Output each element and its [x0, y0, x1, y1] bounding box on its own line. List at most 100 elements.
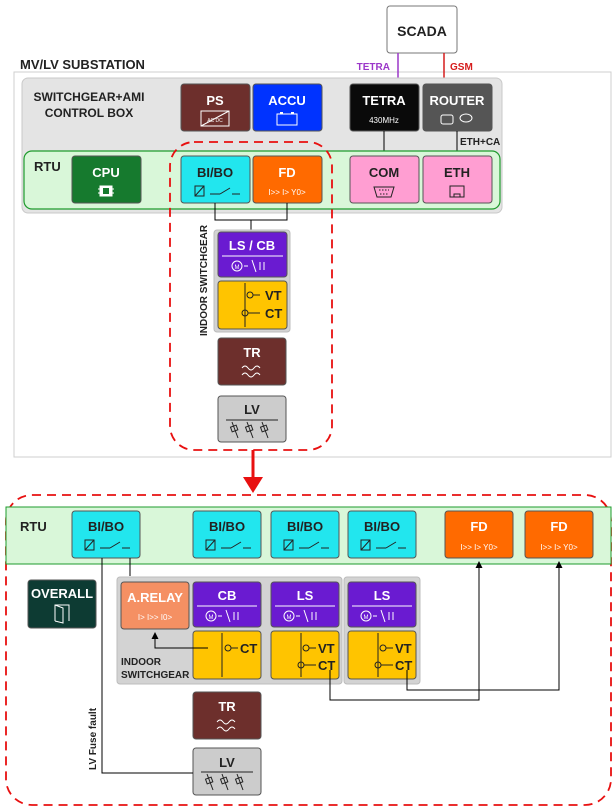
tetra-label: TETRA	[362, 93, 406, 108]
cb-label: CB	[218, 588, 237, 603]
ct-label-cb: CT	[240, 641, 257, 656]
indoor-label-line1: INDOOR	[121, 657, 162, 668]
vt-label-top: VT	[265, 288, 282, 303]
tr-label-top: TR	[243, 345, 261, 360]
ls-block-2	[347, 581, 417, 628]
fd-block-bottom-1: FD I>> I> Y0>	[444, 510, 514, 559]
ac-dc-converter-icon	[200, 110, 230, 127]
tetra-link-label: TETRA	[357, 62, 390, 73]
transformer-icon-top	[241, 365, 261, 378]
vt-label-ls1: VT	[318, 641, 335, 656]
vtct-symbol-ls1	[297, 633, 316, 677]
overall-label: OVERALL	[31, 586, 93, 601]
ct-label-top: CT	[265, 306, 282, 321]
svg-text:BI/BO: BI/BO	[287, 519, 323, 534]
ls-label-2: LS	[374, 588, 391, 603]
serial-port-icon	[373, 186, 395, 198]
vtct-block-ls1	[270, 630, 340, 680]
vt-ct-symbol-top	[241, 283, 260, 327]
bibo-label-top: BI/BO	[197, 165, 233, 180]
ct-symbol-cb	[221, 633, 238, 677]
indoor-switchgear-vertical-label: INDOOR SWITCHGEAR	[199, 224, 210, 336]
com-label: COM	[369, 165, 399, 180]
relay-contact-icon	[194, 185, 240, 197]
ps-block	[180, 83, 251, 132]
accu-block	[252, 83, 323, 132]
ls-label-1: LS	[297, 588, 314, 603]
vtct-symbol-ls2	[374, 633, 393, 677]
tetra-frequency: 430MHz	[369, 116, 399, 125]
vtct-block-ls2	[347, 630, 417, 680]
arelay-sub-label: I> I>> I0>	[138, 613, 173, 622]
rtu-label-top: RTU	[34, 159, 61, 174]
svg-text:BI/BO: BI/BO	[364, 519, 400, 534]
eth-ca-label: ETH+CA	[460, 137, 500, 148]
fd-label-top: FD	[278, 165, 295, 180]
substation-title: MV/LV SUBSTATION	[20, 57, 145, 72]
motor-switch-icon-cb: M	[197, 605, 257, 623]
scada-box	[386, 5, 458, 54]
overall-block	[27, 579, 97, 629]
bibo-block-bottom-3: BI/BO	[270, 510, 340, 559]
svg-text:FD: FD	[470, 519, 487, 534]
svg-text:FD: FD	[550, 519, 567, 534]
svg-text:M: M	[287, 615, 292, 621]
svg-text:I>> I> Y0>: I>> I> Y0>	[460, 543, 498, 552]
com-block	[349, 155, 420, 204]
battery-icon	[276, 112, 298, 126]
svg-text:BI/BO: BI/BO	[209, 519, 245, 534]
ethernet-port-icon	[449, 185, 465, 198]
ct-to-arelay-wire	[151, 632, 208, 649]
door-icon	[54, 604, 70, 624]
scada-label: SCADA	[397, 23, 447, 39]
lscb-block-top	[217, 231, 288, 278]
ls-block-1	[270, 581, 340, 628]
eth-label: ETH	[444, 165, 470, 180]
ps-label: PS	[206, 93, 224, 108]
gsm-link-label: GSM	[450, 62, 473, 73]
ct-label-ls2: CT	[395, 658, 412, 673]
svg-text:M: M	[364, 615, 369, 621]
transition-arrow-head	[243, 477, 263, 493]
svg-text:M: M	[209, 615, 214, 621]
tr-block-bottom	[192, 691, 262, 740]
svg-text:I>> I> Y0>: I>> I> Y0>	[540, 543, 578, 552]
vt-label-ls2: VT	[395, 641, 412, 656]
arelay-label: A.RELAY	[127, 590, 183, 605]
transformer-icon-bottom	[216, 719, 236, 732]
vtct-block-top	[217, 280, 288, 330]
lv-fuse-fault-label: LV Fuse fault	[88, 707, 99, 770]
fuse-icon-top	[226, 419, 278, 439]
ls1-ct-to-fd1-wire	[329, 561, 483, 701]
fuse-icon-bottom	[201, 771, 253, 791]
chip-icon	[98, 185, 114, 197]
motor-switch-icon-ls2: M	[352, 605, 412, 623]
cpu-label: CPU	[92, 165, 119, 180]
fd-block-bottom-2: FD I>> I> Y0>	[524, 510, 594, 559]
cb-block	[192, 581, 262, 628]
bibo-block-bottom-1: BI/BO	[71, 510, 141, 559]
eth-block	[422, 155, 493, 204]
tr-block-top	[217, 337, 287, 386]
router-label: ROUTER	[430, 93, 486, 108]
rtu-label-bottom: RTU	[20, 519, 47, 534]
arelay-block	[120, 581, 190, 630]
motor-switch-icon: M	[231, 259, 265, 273]
cpu-block	[71, 155, 142, 204]
control-box-title-line2: CONTROL BOX	[45, 106, 133, 120]
svg-text:BI/BO: BI/BO	[88, 519, 124, 534]
svg-text:M: M	[235, 265, 240, 271]
lv-label-top: LV	[244, 402, 260, 417]
ps-sub-label: AC DC	[207, 118, 223, 124]
ac-dc-diagonal	[200, 110, 230, 127]
tr-label-bottom: TR	[218, 699, 236, 714]
indoor-label-line2: SWITCHGEAR	[121, 670, 190, 681]
router-icon	[440, 113, 473, 125]
motor-switch-icon-ls1: M	[275, 605, 335, 623]
accu-label: ACCU	[268, 93, 306, 108]
fd-sub-label-top: I>> I> Y0>	[268, 188, 306, 197]
ct-label-ls1: CT	[318, 658, 335, 673]
ct-block-cb	[192, 630, 262, 680]
lscb-label-top: LS / CB	[229, 238, 275, 253]
